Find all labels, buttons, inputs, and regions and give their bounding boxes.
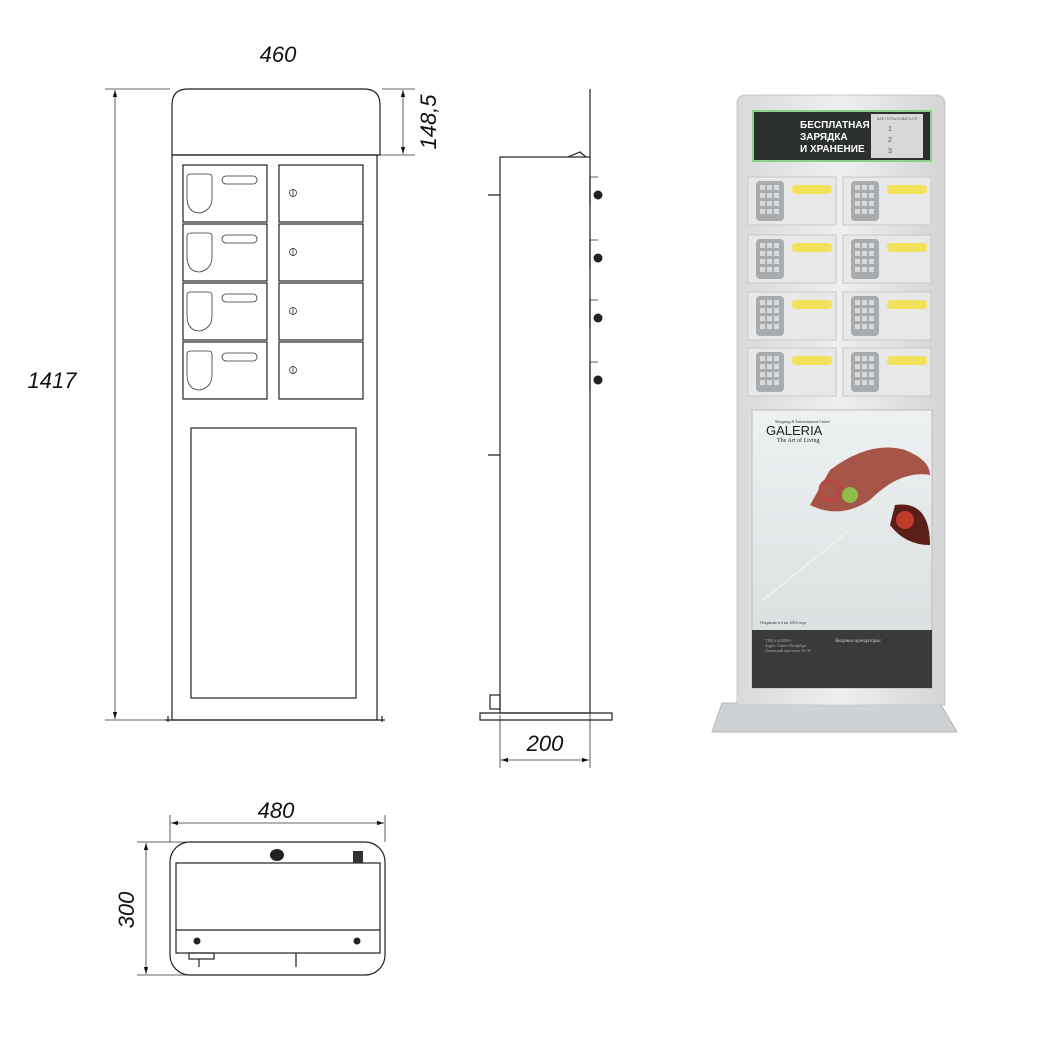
lock-knob (593, 253, 603, 263)
storage-locker (278, 341, 364, 400)
dim-top-depth: 300 (114, 891, 139, 928)
svg-text:ТРЦ GALERIA: ТРЦ GALERIA (765, 638, 791, 643)
storage-locker (278, 223, 364, 282)
storage-locker (278, 164, 364, 223)
keypad-outline (186, 291, 213, 332)
svg-text:Shopping & Entertainment Centr: Shopping & Entertainment Centre (775, 419, 830, 424)
keypad-outline (186, 350, 213, 391)
charging-locker (182, 223, 268, 282)
slot-outline (221, 234, 258, 244)
svg-text:Лиговский проспект, 26-30: Лиговский проспект, 26-30 (765, 648, 811, 654)
charging-slot (792, 185, 832, 194)
kiosk-photo: БЕСПЛАТНАЯ ЗАРЯДКА И ХРАНЕНИЕ КАК ПОЛЬЗО… (711, 94, 958, 733)
dim-total-height: 1417 (28, 368, 78, 393)
keypad-outline (186, 232, 213, 273)
keypad-outline (186, 173, 213, 214)
ad-panel (190, 427, 357, 699)
dim-top-width: 480 (258, 798, 295, 823)
charging-slot (887, 185, 927, 194)
slot-outline (221, 293, 258, 303)
charging-slot (887, 356, 927, 365)
slot-outline (221, 352, 258, 362)
locker-grid (182, 164, 364, 400)
storage-locker (278, 282, 364, 341)
base (165, 716, 385, 722)
dim-side-depth: 200 (526, 731, 564, 756)
svg-text:КАК ПОЛЬЗОВАТЬСЯ: КАК ПОЛЬЗОВАТЬСЯ (877, 116, 918, 121)
charging-slot (792, 300, 832, 309)
slot-outline (221, 175, 258, 185)
svg-text:2: 2 (888, 137, 892, 144)
dim-front-width: 460 (260, 42, 297, 67)
charging-slot (792, 356, 832, 365)
lock-knob (593, 375, 603, 385)
charging-slot (887, 243, 927, 252)
svg-text:1: 1 (888, 126, 892, 133)
header-title-3: И ХРАНЕНИЕ (800, 144, 865, 155)
charging-locker (182, 341, 268, 400)
charging-slot (792, 243, 832, 252)
charging-slot (887, 300, 927, 309)
front-view: 460 1417 148,5 (28, 42, 441, 722)
header-title-2: ЗАРЯДКА (800, 132, 848, 143)
top-view: 480 300 (114, 798, 386, 976)
charging-locker (182, 282, 268, 341)
header-title-1: БЕСПЛАТНАЯ (800, 120, 870, 131)
lock-knob (593, 313, 603, 323)
svg-text:The Art of Living: The Art of Living (777, 437, 820, 444)
lock-knob (593, 190, 603, 200)
top-panel (171, 88, 381, 156)
svg-text:Якорные арендаторы:: Якорные арендаторы: (835, 639, 881, 644)
side-view: 200 (479, 89, 613, 768)
svg-text:Адрес: Санкт-Петербург: Адрес: Санкт-Петербург (765, 643, 807, 648)
charging-locker (182, 164, 268, 223)
body-outline (171, 154, 378, 721)
svg-text:3: 3 (888, 148, 892, 155)
food-illustration (762, 447, 930, 601)
dim-top-panel-height: 148,5 (416, 94, 441, 150)
svg-text:Открытие в 4 кв. 2010 года: Открытие в 4 кв. 2010 года (760, 620, 806, 625)
svg-text:GALERIA: GALERIA (766, 423, 823, 438)
